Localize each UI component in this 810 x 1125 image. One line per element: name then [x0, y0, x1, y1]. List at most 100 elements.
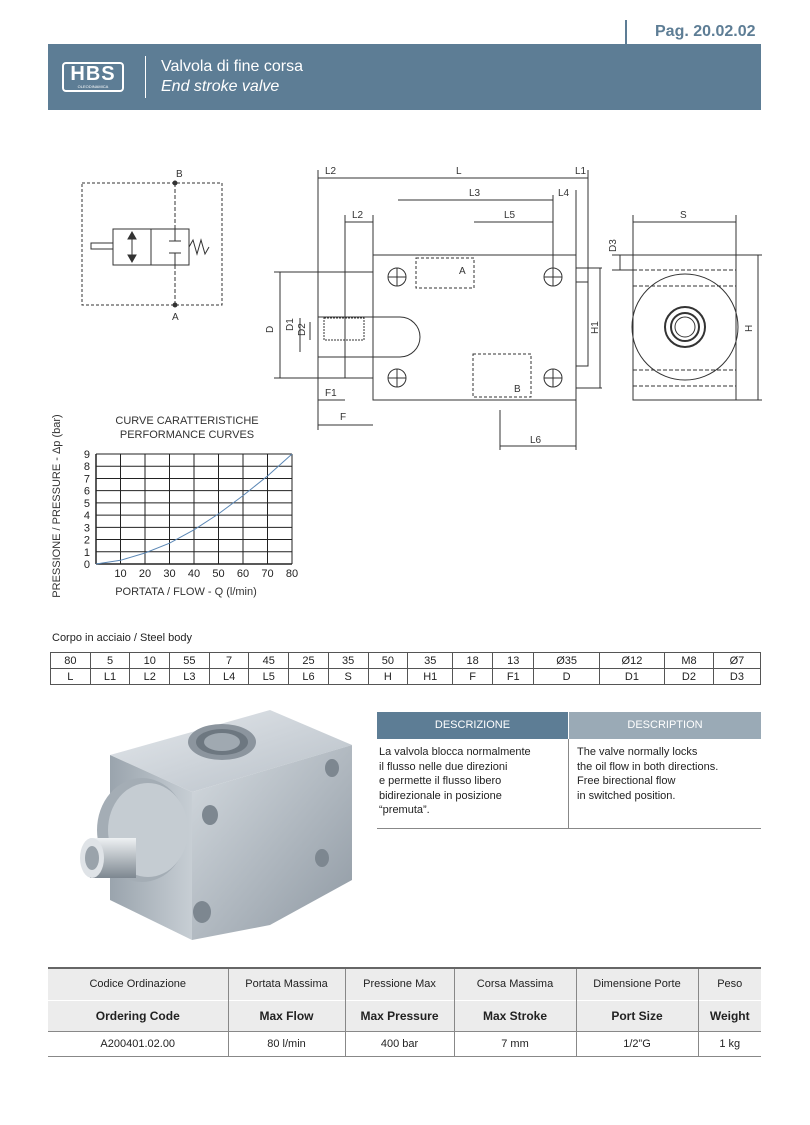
dims-label-cell: D — [533, 668, 600, 685]
dim-label-l6: L6 — [530, 435, 542, 446]
dim-label-l2-top: L2 — [325, 166, 337, 177]
schematic-port-a: A — [172, 312, 179, 323]
order-header-it: Pressione Max — [344, 967, 454, 1000]
dims-label-cell: S — [327, 668, 369, 685]
dim-label-s: S — [680, 210, 687, 221]
description-text-en: The valve normally locks the oil flow in… — [577, 746, 719, 802]
header-separator — [145, 56, 146, 98]
ordering-table: Codice Ordinazione Portata Massima Press… — [48, 967, 761, 1057]
order-flow-cell: 80 l/min — [227, 1030, 345, 1057]
chart-x-tick-label: 30 — [163, 568, 175, 580]
chart-x-tick-label: 50 — [212, 568, 224, 580]
description-bottom-rule — [377, 828, 761, 829]
description-text-it: La valvola blocca normalmente il flusso … — [379, 746, 531, 816]
title-italian: Valvola di fine corsa — [161, 58, 303, 75]
description-heading-en: DESCRIPTION — [569, 712, 761, 739]
product-photo — [80, 710, 352, 940]
chart-x-tick-label: 70 — [261, 568, 273, 580]
order-header-en: Weight — [697, 999, 761, 1031]
port-label-b: B — [514, 384, 521, 395]
order-header-en: Max Flow — [227, 999, 345, 1031]
steel-body-title: Corpo in acciaio / Steel body — [52, 632, 193, 644]
dim-label-f1: F1 — [325, 388, 337, 399]
dims-label-cell: D2 — [664, 668, 714, 685]
chart-y-tick-label: 2 — [84, 535, 90, 547]
chart-y-tick-label: 0 — [84, 559, 90, 571]
chart-y-tick-label: 4 — [84, 510, 90, 522]
dim-label-h1: H1 — [590, 321, 601, 334]
chart-y-tick-label: 7 — [84, 473, 90, 485]
dims-label-cell: F — [452, 668, 493, 685]
chart-y-label: PRESSIONE / PRESSURE - Δp (bar) — [51, 414, 63, 597]
page-number: Pag. 20.02.02 — [625, 20, 765, 46]
dims-label-cell: D1 — [598, 668, 666, 685]
chart-x-tick-label: 80 — [286, 568, 298, 580]
side-view — [612, 215, 762, 401]
dims-label-cell: H1 — [407, 668, 454, 685]
dim-label-d2: D2 — [297, 323, 308, 336]
dims-value-cell: Ø7 — [712, 652, 762, 669]
chart-y-tick-label: 6 — [84, 486, 90, 498]
dims-value-cell: 25 — [288, 652, 329, 669]
dims-value-cell: 35 — [327, 652, 369, 669]
dims-value-cell: Ø35 — [533, 652, 600, 669]
order-data-row: A200401.02.00 80 l/min 400 bar 7 mm 1/2”… — [48, 1030, 761, 1057]
order-pressure-cell: 400 bar — [344, 1030, 454, 1057]
chart-y-tick-label: 8 — [84, 461, 90, 473]
dims-value-cell: 80 — [50, 652, 91, 669]
chart-y-tick-label: 1 — [84, 547, 90, 559]
dims-value-cell: 13 — [491, 652, 535, 669]
order-stroke-cell: 7 mm — [453, 1030, 576, 1057]
chart-title-en: PERFORMANCE CURVES — [120, 429, 254, 441]
order-header-it: Corsa Massima — [453, 967, 576, 1000]
dim-label-h: H — [744, 325, 755, 332]
order-header-it: Dimensione Porte — [575, 967, 698, 1000]
order-weight-cell: 1 kg — [697, 1030, 761, 1057]
order-header-row-it: Codice Ordinazione Portata Massima Press… — [48, 967, 761, 1000]
dim-label-d1: D1 — [285, 318, 296, 331]
dims-value-cell: 10 — [129, 652, 171, 669]
description-box: DESCRIZIONE DESCRIPTION La valvola blocc… — [377, 712, 761, 829]
dim-label-l4: L4 — [558, 188, 570, 199]
dims-value-cell: 5 — [89, 652, 131, 669]
dims-value-cell: 18 — [452, 652, 493, 669]
dims-value-cell: 50 — [367, 652, 409, 669]
technical-drawing: B A L — [81, 166, 762, 450]
dims-value-cell: 55 — [169, 652, 210, 669]
order-header-it: Peso — [697, 967, 761, 1000]
order-header-row-en: Ordering Code Max Flow Max Pressure Max … — [48, 999, 761, 1031]
dims-value-cell: 45 — [248, 652, 290, 669]
performance-chart: CURVE CARATTERISTICHE PERFORMANCE CURVES… — [51, 414, 298, 598]
dim-label-d3: D3 — [608, 239, 619, 252]
chart-y-tick-label: 5 — [84, 498, 90, 510]
dims-label-cell: L — [50, 668, 91, 685]
hydraulic-schematic — [81, 180, 223, 308]
dims-label-cell: L3 — [169, 668, 210, 685]
dims-value-cell: 35 — [407, 652, 454, 669]
front-view — [274, 170, 602, 450]
dims-label-cell: H — [367, 668, 409, 685]
port-label-a: A — [459, 266, 466, 277]
order-header-it: Codice Ordinazione — [48, 967, 228, 1000]
dim-label-l2: L2 — [352, 210, 364, 221]
chart-x-label: PORTATA / FLOW - Q (l/min) — [115, 586, 257, 598]
chart-title-it: CURVE CARATTERISTICHE — [115, 415, 258, 427]
chart-y-tick-label: 9 — [84, 449, 90, 461]
dims-label-cell: L6 — [288, 668, 329, 685]
dim-label-f: F — [340, 412, 346, 423]
chart-x-tick-label: 10 — [114, 568, 126, 580]
order-header-it: Portata Massima — [227, 967, 345, 1000]
order-header-en: Port Size — [575, 999, 698, 1031]
dims-label-cell: D3 — [712, 668, 762, 685]
order-port-cell: 1/2”G — [575, 1030, 698, 1057]
description-divider — [568, 739, 569, 828]
dims-value-cell: M8 — [664, 652, 714, 669]
dim-label-l3: L3 — [469, 188, 481, 199]
dim-label-l: L — [456, 166, 462, 177]
description-heading-it: DESCRIZIONE — [377, 712, 568, 739]
chart-x-tick-label: 40 — [188, 568, 200, 580]
